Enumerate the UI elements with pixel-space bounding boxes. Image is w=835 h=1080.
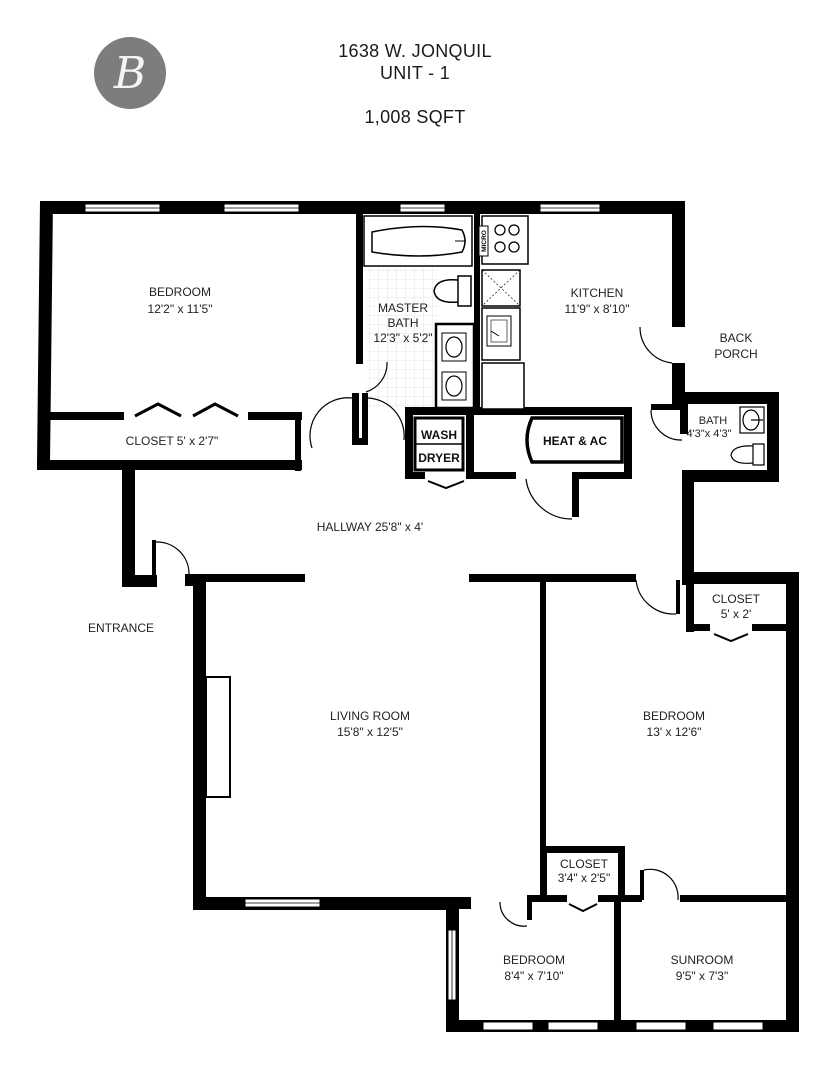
bathtub-icon (363, 215, 473, 267)
svg-text:KITCHEN: KITCHEN (571, 286, 624, 300)
bath-toilet-icon (730, 443, 765, 466)
address: 1638 W. JONQUIL (338, 41, 492, 61)
svg-text:HALLWAY 25'8" x 4': HALLWAY 25'8" x 4' (317, 520, 423, 534)
unit: UNIT - 1 (379, 63, 451, 83)
svg-text:4'3"x 4'3": 4'3"x 4'3" (686, 428, 731, 440)
logo: B (94, 37, 166, 109)
plan-header: 1638 W. JONQUIL UNIT - 1 1,008 SQFT (300, 40, 530, 128)
svg-text:CLOSET: CLOSET (712, 592, 761, 606)
svg-text:BEDROOM: BEDROOM (643, 709, 705, 723)
room-labels: BEDROOM 12'2" x 11'5" CLOSET 5' x 2'7" M… (88, 285, 761, 983)
svg-text:13' x 12'6": 13' x 12'6" (647, 725, 702, 739)
doors (134, 326, 749, 927)
svg-text:5' x 2': 5' x 2' (721, 607, 752, 621)
logo-letter: B (113, 48, 147, 99)
svg-text:CLOSET: CLOSET (560, 857, 609, 871)
svg-text:12'3" x 5'2": 12'3" x 5'2" (373, 331, 432, 345)
svg-text:9'5" x 7'3": 9'5" x 7'3" (676, 969, 728, 983)
svg-text:HEAT & AC: HEAT & AC (543, 434, 607, 448)
svg-text:11'9" x 8'10": 11'9" x 8'10" (565, 302, 630, 316)
svg-text:BEDROOM: BEDROOM (503, 953, 565, 967)
svg-text:15'8" x 12'5": 15'8" x 12'5" (337, 725, 403, 739)
svg-text:MASTER: MASTER (378, 301, 428, 315)
fixtures: MICRO (363, 215, 765, 472)
svg-text:BATH: BATH (387, 316, 418, 330)
svg-text:BATH: BATH (699, 415, 728, 427)
svg-text:8'4" x 7'10": 8'4" x 7'10" (504, 969, 563, 983)
walls (37, 201, 799, 1032)
stove-icon (481, 215, 529, 265)
svg-text:WASH: WASH (421, 428, 457, 442)
svg-text:3'4" x 2'5": 3'4" x 2'5" (558, 871, 610, 885)
svg-text:MICRO: MICRO (481, 230, 488, 252)
svg-text:LIVING ROOM: LIVING ROOM (330, 709, 410, 723)
svg-text:PORCH: PORCH (714, 347, 757, 361)
svg-text:BACK: BACK (720, 331, 753, 345)
svg-text:ENTRANCE: ENTRANCE (88, 621, 154, 635)
hvac-unit-icon (525, 416, 624, 464)
room-size: 12'2" x 11'5" (148, 302, 213, 316)
svg-text:SUNROOM: SUNROOM (671, 953, 734, 967)
toilet-icon (433, 275, 472, 307)
room-name: BEDROOM (149, 285, 211, 299)
square-footage: 1,008 SQFT (364, 107, 466, 127)
svg-text:DRYER: DRYER (418, 451, 460, 465)
microwave-icon (478, 225, 489, 257)
windows (84, 203, 764, 1031)
refrigerator-icon (481, 362, 525, 410)
closet-label: CLOSET 5' x 2'7" (126, 434, 219, 448)
